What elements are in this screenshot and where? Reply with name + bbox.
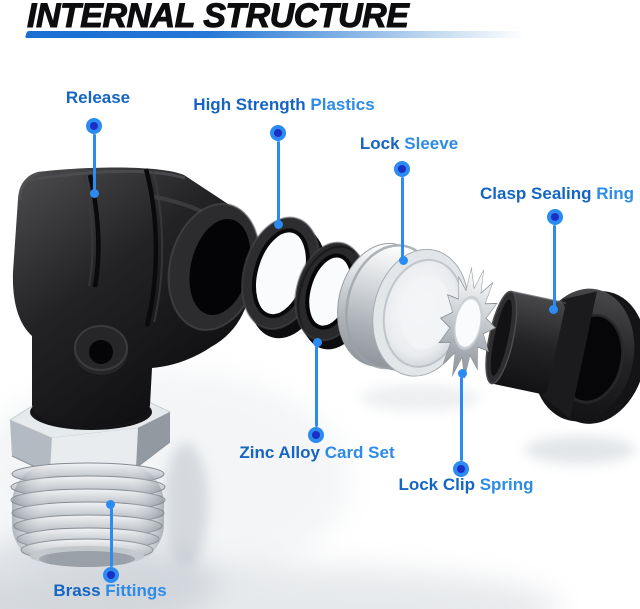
elbow-body-graphic	[12, 167, 261, 430]
marker-dot	[90, 122, 98, 130]
marker-dot	[398, 165, 406, 173]
callout-marker-lock-clip-spring	[453, 461, 469, 477]
callout-marker-release	[86, 118, 102, 134]
callout-label-release: Release	[66, 88, 130, 108]
clasp-sealing-ring-graphic	[485, 288, 640, 424]
callout-enddot-high-strength-plastics	[273, 220, 283, 229]
callout-marker-clasp-sealing-ring	[547, 209, 563, 225]
callout-line-brass-fittings	[109, 508, 113, 567]
callout-enddot-release	[89, 189, 99, 198]
callout-enddot-zinc-alloy-card-set	[312, 338, 322, 347]
callout-label-lock-sleeve: Lock Sleeve	[359, 134, 459, 153]
callout-label-lock-clip-spring: Lock Clip Spring	[398, 475, 534, 494]
marker-dot	[551, 213, 559, 221]
callout-line-clasp-sealing-ring	[552, 225, 556, 307]
marker-dot	[312, 431, 320, 439]
callout-label-clasp-sealing-ring: Clasp Sealing Ring	[480, 184, 634, 203]
brass-threads-graphic	[10, 462, 166, 567]
page-title: INTERNAL STRUCTURE	[26, 0, 409, 36]
label-text: Release	[65, 88, 131, 107]
callout-enddot-clasp-sealing-ring	[548, 305, 558, 314]
marker-dot	[107, 571, 115, 579]
callout-marker-lock-sleeve	[394, 161, 410, 177]
callout-line-lock-clip-spring	[459, 377, 463, 461]
callout-label-brass-fittings: Brass Fittings	[53, 581, 167, 600]
callout-line-lock-sleeve	[400, 177, 404, 258]
callout-enddot-lock-clip-spring	[457, 369, 467, 378]
callout-enddot-brass-fittings	[105, 500, 115, 509]
callout-label-high-strength-plastics: High Strength Plastics	[193, 95, 375, 114]
callout-marker-high-strength-plastics	[270, 125, 286, 141]
lock-clip-spring-graphic	[438, 266, 498, 380]
callout-marker-zinc-alloy-card-set	[308, 427, 324, 443]
callout-label-zinc-alloy-card-set: Zinc Alloy Card Set	[239, 443, 395, 462]
side-port-graphic	[74, 325, 128, 375]
callout-line-high-strength-plastics	[276, 141, 280, 222]
marker-dot	[274, 129, 282, 137]
callout-enddot-lock-sleeve	[398, 256, 408, 265]
callout-line-zinc-alloy-card-set	[314, 346, 318, 427]
marker-dot	[457, 465, 465, 473]
callout-marker-brass-fittings	[103, 567, 119, 583]
callout-line-release	[92, 134, 96, 193]
